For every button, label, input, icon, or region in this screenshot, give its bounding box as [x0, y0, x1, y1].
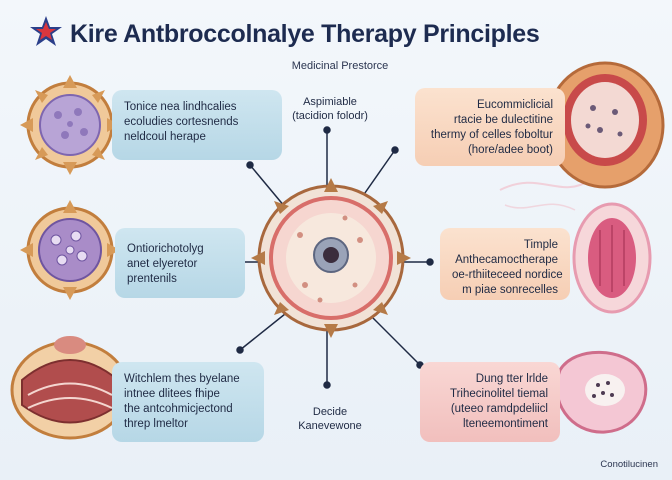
panel-line: Witchlem thes byelane [124, 373, 240, 385]
connector-lines [226, 126, 434, 389]
panel-line: Anthecamoctherape [455, 253, 558, 266]
panel-line: intnee dlitees fhipe [124, 387, 220, 400]
central-cell-illustration [251, 178, 411, 338]
cell-bottom-left-illustration [10, 336, 130, 440]
label-line: (tacidion folodr) [292, 110, 368, 123]
cell-top-right-illustration [545, 61, 665, 189]
panel-line: m piae sonrecelles [462, 283, 558, 296]
label-line: Decide [312, 406, 348, 418]
panel-line: Tonice nea lindhcalies [124, 101, 237, 113]
cell-mid-right-illustration [572, 202, 652, 314]
panel-bottom-right: Dung tter lrlde Trihecinolitel tiemal (u… [420, 362, 560, 442]
panel-line: neldcoul herape [124, 130, 206, 143]
panel-line: lteneemontiment [462, 417, 548, 430]
panel-line: Timple [523, 239, 558, 251]
panel-line: Dung tter lrlde [475, 373, 548, 385]
cell-bottom-right-illustration [555, 350, 648, 434]
footer-caption: Conotilucinen [600, 459, 658, 470]
page-subtitle: Medicinal Prestorce [291, 60, 389, 72]
panel-line: Eucommiclicial [476, 99, 553, 111]
label-line: Kanevewone [298, 420, 362, 433]
cell-mid-left-illustration [20, 200, 120, 300]
label-bottom-center: Decide Kanevewone [280, 405, 380, 434]
label-line: Aspimiable [303, 96, 357, 108]
page-title: Kire Antbroccolnalye Therapy Principles [70, 20, 540, 48]
panel-line: prentenils [127, 272, 177, 285]
panel-top-right: Eucommiclicial rtacie be dulectitine the… [415, 88, 565, 166]
panel-line: threp lmeltor [124, 417, 188, 430]
panel-line: anet elyeretor [127, 257, 198, 270]
panel-line: Trihecinolitel tiemal [450, 387, 548, 400]
cell-top-left-illustration [20, 75, 120, 175]
panel-line: (uteeo ramdpdeliicl [450, 402, 548, 415]
panel-line: (hore/adee boot) [467, 143, 553, 156]
star-logo-icon [30, 16, 62, 46]
panel-line: thermy of celles foboltur [430, 128, 553, 141]
panel-mid-right: Timple Anthecamoctherape oe-rthiiteceed … [440, 228, 570, 300]
label-top-center: Aspimiable (tacidion folodr) [280, 95, 380, 124]
panel-line: Ontiorichotolyg [127, 243, 204, 255]
panel-bottom-left: Witchlem thes byelane intnee dlitees fhi… [112, 362, 264, 442]
panel-top-left: Tonice nea lindhcalies ecoludies cortesn… [112, 90, 282, 160]
panel-mid-left: Ontiorichotolyg anet elyeretor prentenil… [115, 228, 245, 298]
panel-line: oe-rthiiteceed nordice [452, 268, 563, 281]
panel-line: the antcohmicjectond [124, 402, 233, 415]
panel-line: ecoludies cortesnends [124, 115, 239, 128]
panel-line: rtacie be dulectitine [453, 113, 553, 126]
